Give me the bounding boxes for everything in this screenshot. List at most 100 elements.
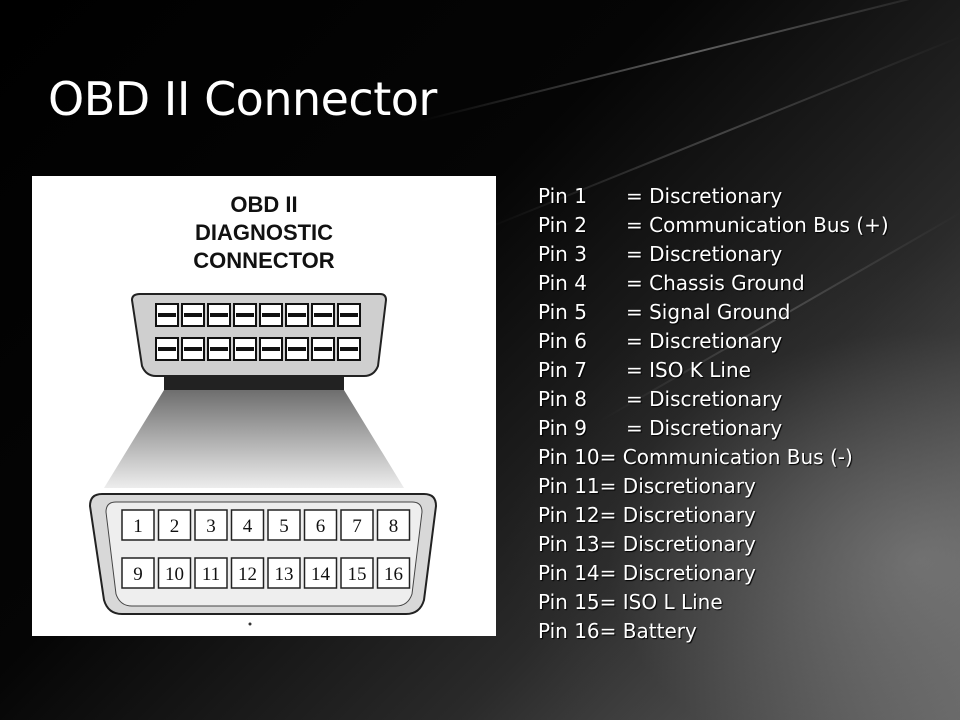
male-pin-contact bbox=[158, 347, 176, 351]
pin-label: Pin 6 bbox=[538, 329, 587, 353]
male-pin-contact bbox=[184, 313, 202, 317]
diagram-dot bbox=[248, 622, 252, 626]
female-pin-cell bbox=[303, 509, 338, 541]
pin-list-item: Pin 3 = Discretionary bbox=[538, 240, 889, 269]
female-pin-number: 15 bbox=[348, 564, 367, 585]
pin-label: Pin 10 bbox=[538, 445, 600, 469]
pin-description: = Discretionary bbox=[626, 184, 783, 208]
diagram-heading-line-2: DIAGNOSTIC bbox=[195, 220, 333, 245]
pin-description: = Communication Bus (-) bbox=[599, 445, 853, 469]
pin-list-item: Pin 11 = Discretionary bbox=[538, 472, 889, 501]
male-pin-contact bbox=[314, 347, 332, 351]
pin-label: Pin 3 bbox=[538, 242, 587, 266]
male-pin-contact bbox=[158, 313, 176, 317]
pin-label: Pin 14 bbox=[538, 561, 600, 585]
female-pin-number: 16 bbox=[384, 564, 403, 585]
pin-list-item: Pin 10 = Communication Bus (-) bbox=[538, 443, 889, 472]
female-pin-cell bbox=[230, 509, 265, 541]
male-pin-row-top bbox=[155, 303, 361, 327]
female-pin-cell bbox=[340, 509, 374, 541]
diagram-heading-line-3: CONNECTOR bbox=[193, 248, 334, 273]
female-pin-cell bbox=[376, 557, 411, 589]
pin-list-item: Pin 16 = Battery bbox=[538, 617, 889, 646]
pin-label: Pin 5 bbox=[538, 300, 587, 324]
pin-list-item: Pin 14 = Discretionary bbox=[538, 559, 889, 588]
male-pin-contact bbox=[340, 347, 358, 351]
female-pin-number: 12 bbox=[238, 564, 257, 585]
female-pin-row-bottom: 9 10 11 12 13 14 15 16 bbox=[121, 557, 411, 589]
pin-description: = Discretionary bbox=[626, 242, 783, 266]
pin-description: = ISO K Line bbox=[626, 358, 751, 382]
male-pin-contact bbox=[340, 313, 358, 317]
female-pin-number: 4 bbox=[243, 516, 253, 537]
female-pin-number: 6 bbox=[316, 516, 326, 537]
pin-label: Pin 2 bbox=[538, 213, 587, 237]
pin-list-item: Pin 8 = Discretionary bbox=[538, 385, 889, 414]
pin-list-item: Pin 1 = Discretionary bbox=[538, 182, 889, 211]
male-pin-contact bbox=[210, 313, 228, 317]
pin-list-item: Pin 6 = Discretionary bbox=[538, 327, 889, 356]
female-pin-number: 8 bbox=[389, 516, 399, 537]
diagram-heading-line-1: OBD II bbox=[230, 192, 297, 217]
female-pin-cell bbox=[230, 557, 265, 589]
female-pin-number: 3 bbox=[206, 516, 216, 537]
pin-description: = Discretionary bbox=[599, 532, 756, 556]
pin-label: Pin 4 bbox=[538, 271, 587, 295]
female-pin-number: 1 bbox=[133, 516, 143, 537]
pin-description: = Battery bbox=[599, 619, 697, 643]
pin-label: Pin 16 bbox=[538, 619, 600, 643]
female-pin-cell bbox=[340, 557, 374, 589]
female-pin-number: 9 bbox=[133, 564, 143, 585]
female-pin-number: 11 bbox=[202, 564, 220, 585]
male-pin-contact bbox=[236, 313, 254, 317]
slide-title: OBD II Connector bbox=[48, 72, 437, 126]
female-pin-cell bbox=[267, 557, 301, 589]
pin-label: Pin 11 bbox=[538, 474, 600, 498]
pin-description: = Discretionary bbox=[626, 416, 783, 440]
female-pin-number: 14 bbox=[311, 564, 331, 585]
male-pin-contact bbox=[314, 313, 332, 317]
pin-label: Pin 7 bbox=[538, 358, 587, 382]
pin-description: = Signal Ground bbox=[626, 300, 791, 324]
pin-description: = Chassis Ground bbox=[626, 271, 805, 295]
pin-label: Pin 1 bbox=[538, 184, 587, 208]
female-pin-number: 10 bbox=[165, 564, 184, 585]
female-pin-cell bbox=[376, 509, 411, 541]
female-pin-cell bbox=[267, 509, 301, 541]
pin-list-item: Pin 2 = Communication Bus (+) bbox=[538, 211, 889, 240]
male-pin-row-bottom bbox=[155, 337, 361, 361]
female-pin-number: 7 bbox=[352, 516, 362, 537]
pin-label: Pin 8 bbox=[538, 387, 587, 411]
male-pin-contact bbox=[262, 313, 280, 317]
pin-list-item: Pin 9 = Discretionary bbox=[538, 414, 889, 443]
pin-list-item: Pin 4 = Chassis Ground bbox=[538, 269, 889, 298]
pin-description: = Discretionary bbox=[626, 387, 783, 411]
male-pin-contact bbox=[236, 347, 254, 351]
female-pin-number: 5 bbox=[279, 516, 289, 537]
male-pin-contact bbox=[184, 347, 202, 351]
female-pin-number: 13 bbox=[275, 564, 294, 585]
pin-description: = Discretionary bbox=[599, 474, 756, 498]
female-pin-cell bbox=[194, 557, 228, 589]
female-pin-cell bbox=[157, 509, 192, 541]
female-pin-number: 2 bbox=[170, 516, 180, 537]
perspective-shading bbox=[104, 390, 404, 488]
pin-label: Pin 15 bbox=[538, 590, 600, 614]
connector-cable-base bbox=[164, 376, 344, 390]
pin-label: Pin 13 bbox=[538, 532, 600, 556]
pin-description: = ISO L Line bbox=[599, 590, 723, 614]
pin-list-item: Pin 15 = ISO L Line bbox=[538, 588, 889, 617]
pin-list-item: Pin 5 = Signal Ground bbox=[538, 298, 889, 327]
pin-description: = Communication Bus (+) bbox=[626, 213, 889, 237]
pin-label: Pin 9 bbox=[538, 416, 587, 440]
male-pin-contact bbox=[210, 347, 228, 351]
male-pin-contact bbox=[288, 347, 306, 351]
pin-description: = Discretionary bbox=[599, 561, 756, 585]
pin-description: = Discretionary bbox=[626, 329, 783, 353]
female-pin-cell bbox=[303, 557, 338, 589]
female-pin-cell bbox=[121, 557, 155, 589]
male-pin-contact bbox=[262, 347, 280, 351]
